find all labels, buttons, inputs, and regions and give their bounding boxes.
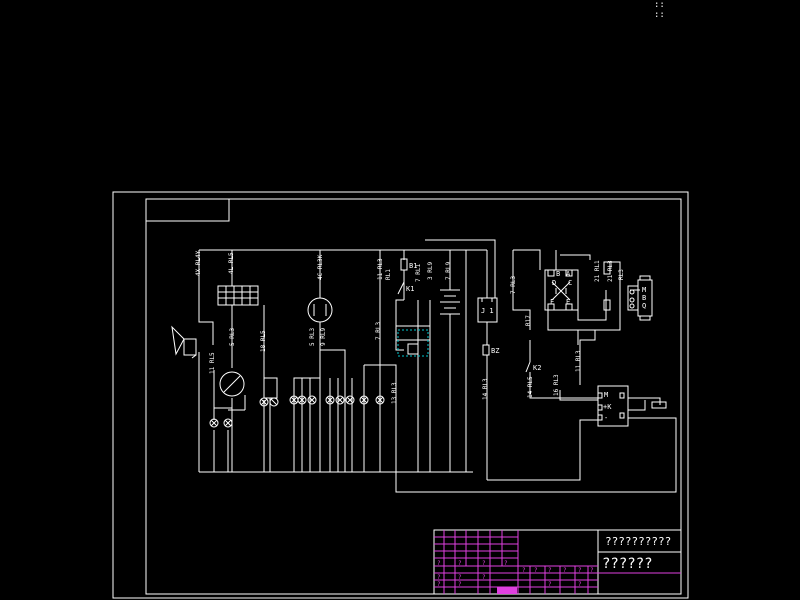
wire-label: 5 RL3: [309, 328, 316, 346]
title-cell: ?: [578, 581, 582, 588]
label-relay-f: F: [550, 298, 554, 306]
corner-box: [145, 198, 230, 222]
wire-label: 7 RL3: [375, 322, 382, 340]
corner-mark-line: ::: [654, 0, 665, 10]
drawing-name: ??????????: [605, 535, 671, 548]
title-cell: ?: [482, 560, 486, 567]
j1-box: [477, 297, 498, 323]
label-relay-e: E: [566, 298, 570, 306]
wire-label: 14 RL5: [527, 376, 534, 398]
wire-label: 4L RL5: [228, 252, 235, 274]
title-cell: ?: [482, 574, 486, 581]
title-cell: ?: [437, 560, 441, 567]
wire-label: 11 RL5: [209, 352, 216, 374]
label-relay-a: A: [566, 270, 571, 278]
lamp-row: [289, 395, 385, 405]
wire-label: 11 RL3: [377, 258, 384, 280]
heater-grid-icon: [217, 285, 259, 306]
label-conn-b: B: [642, 294, 646, 302]
wire-label: 11 RL3: [575, 350, 582, 372]
label-k1: K1: [406, 285, 414, 293]
wire-label: 13 RL3: [391, 382, 398, 404]
title-cell: ?: [590, 567, 594, 574]
wire-label: 7 RL9: [445, 262, 452, 280]
title-cell: ?: [458, 581, 462, 588]
k2-switch-icon: [525, 361, 531, 373]
j1-terminals: [481, 298, 493, 302]
title-cell: ?: [548, 581, 552, 588]
b1-coil-icon: [400, 258, 408, 271]
wire-label: 18 RL5: [260, 330, 267, 352]
relay-box: [397, 329, 429, 357]
wire-label: 4X RL4Y: [195, 250, 202, 276]
wire-label: 16 RL3: [553, 374, 560, 396]
resistor-icon: [263, 377, 278, 399]
right-contacts: [603, 261, 611, 311]
diode-bridge-icon: [544, 269, 579, 311]
indicator-lamps: [209, 397, 279, 428]
label-b1: B1: [409, 262, 417, 270]
main-motor-icon: [307, 297, 333, 323]
wire-label: 21 RL3: [607, 260, 614, 282]
title-cell: ?: [458, 560, 462, 567]
wire-labels: 4X RL4Y 4L RL5 4C RL3K 11 RL3 RL1 7 RL1 …: [195, 250, 625, 404]
controller-box: [597, 385, 667, 427]
speaker-icon: [171, 325, 197, 359]
bz-icon: [482, 344, 490, 356]
wire-label: 7 RL1: [415, 264, 422, 282]
title-cell: ?: [534, 567, 538, 574]
label-relay-c: C: [568, 279, 572, 287]
title-cell: ?: [458, 574, 462, 581]
inner-frame: [145, 198, 682, 595]
label-conn-q: Q: [642, 302, 646, 310]
title-cell: ?: [563, 567, 567, 574]
title-cell: ?: [504, 560, 508, 567]
title-cell: ?: [548, 567, 552, 574]
wire-label: 21 RL1: [594, 260, 601, 282]
title-cell: ?: [437, 581, 441, 588]
drawing-number: ??????: [602, 556, 653, 572]
wire-label: 4C RL3K: [317, 254, 324, 280]
wire-label: R17: [525, 315, 532, 326]
connector-plug-icon: [627, 275, 653, 321]
title-cell: ?: [522, 567, 526, 574]
fan-motor-icon: [219, 371, 245, 397]
label-bz: BZ: [491, 347, 499, 355]
label-relay-b: B: [556, 270, 560, 278]
label-conn-m: M: [642, 286, 646, 294]
label-j1: J 1: [481, 307, 494, 315]
wire-label: 9 RL9: [320, 328, 327, 346]
label-ctrl-k: +K: [603, 403, 612, 411]
outer-frame: [112, 191, 689, 599]
wire-label: 3 RL9: [427, 262, 434, 280]
k1-switch-icon: [397, 281, 405, 295]
corner-mark: :: ::: [654, 0, 665, 20]
wire-label: RL3: [618, 269, 625, 280]
label-k2: K2: [533, 364, 541, 372]
label-ctrl-m: M: [604, 391, 608, 399]
wire-label: 7 RL3: [510, 276, 517, 294]
title-cell: ?: [578, 567, 582, 574]
wire-label: RL1: [385, 269, 392, 280]
wire-label: 5 RL3: [229, 328, 236, 346]
label-ctrl-minus: -: [604, 414, 608, 422]
title-cell: ?: [437, 574, 441, 581]
title-block: ?????????? ?????? ? ? ? ? ? ? ? ? ? ? ? …: [433, 529, 682, 595]
relay-coil-icon: [407, 343, 419, 355]
label-relay-d: D: [552, 279, 556, 287]
corner-mark-line: ::: [654, 10, 665, 20]
circuit-wiring: [198, 239, 677, 493]
wire-label: 14 RL3: [482, 378, 489, 400]
